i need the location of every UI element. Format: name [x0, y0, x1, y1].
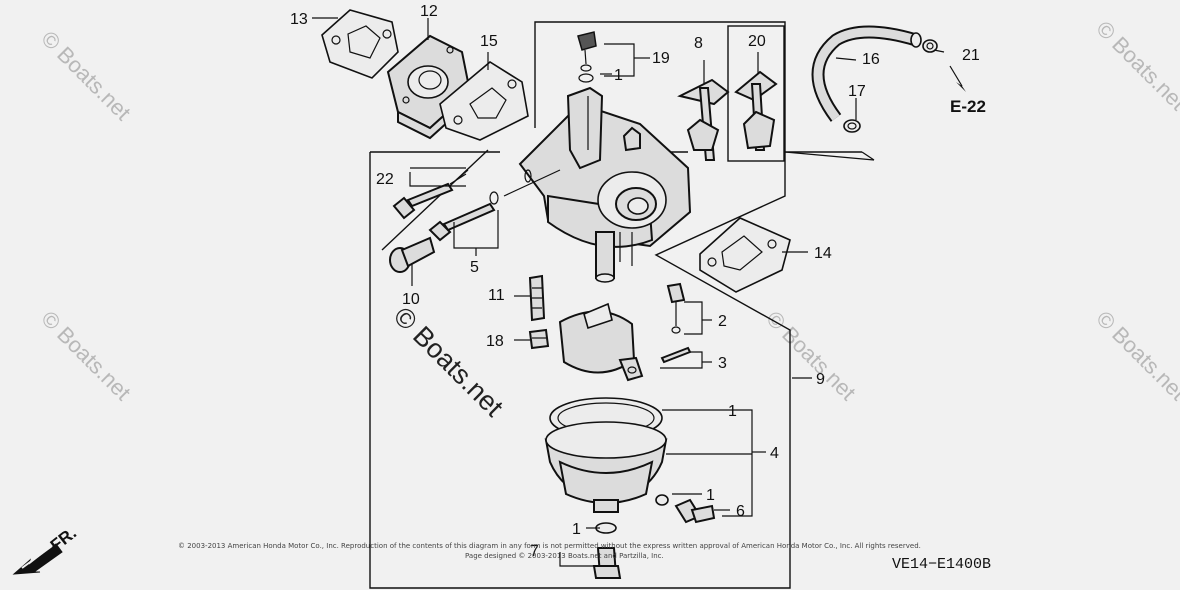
callout-3: 3 — [718, 355, 727, 372]
callout-1-gasket: 1 — [728, 403, 737, 420]
watermark-left: © Boats.net — [36, 26, 135, 125]
part-22-pilot-screw — [392, 169, 469, 220]
part-15-gasket — [439, 61, 529, 141]
part-18-jet — [528, 328, 550, 350]
float-chamber — [544, 397, 668, 513]
callout-13: 13 — [290, 11, 308, 28]
part-5-screw — [428, 191, 499, 242]
callout-2: 2 — [718, 313, 727, 330]
callout-20: 20 — [748, 33, 766, 50]
part-8-lever — [677, 60, 730, 161]
part-3-pin — [660, 346, 692, 364]
callout-6: 6 — [736, 503, 745, 520]
part-10-drain-screw — [389, 236, 436, 273]
watermark-main: © Boats.net — [388, 301, 510, 423]
part-2-needle-valve — [666, 282, 686, 334]
callout-22: 22 — [376, 171, 394, 188]
callout-18: 18 — [486, 333, 504, 350]
part-11-jet — [528, 274, 546, 322]
watermark-right-mid: © Boats.net — [1091, 306, 1180, 405]
callout-15: 15 — [480, 33, 498, 50]
part-21-clip — [922, 39, 938, 53]
callout-7: 7 — [530, 543, 539, 560]
diagram-code: VE14−E1400B — [892, 556, 991, 573]
part-16-fuel-hose — [811, 25, 922, 122]
copyright-line-1: © 2003-2013 American Honda Motor Co., In… — [178, 542, 921, 550]
carburetor-body — [503, 86, 692, 283]
callout-10: 10 — [402, 291, 420, 308]
callout-14: 14 — [814, 245, 832, 262]
callout-17: 17 — [848, 83, 866, 100]
part-17-clip — [843, 119, 861, 133]
watermark-left-mid: © Boats.net — [36, 306, 135, 405]
callout-labels: 13 12 15 19 1 8 20 16 21 17 22 5 14 10 1… — [290, 3, 980, 560]
callout-21: 21 — [962, 47, 980, 64]
part-6-bolt — [655, 494, 716, 524]
callout-1-washer: 1 — [706, 487, 715, 504]
part-13-gasket — [321, 9, 399, 79]
watermark-center: © Boats.net — [761, 306, 860, 405]
part-7-bolt — [592, 522, 622, 579]
reference-e22: E-22 — [950, 97, 986, 116]
callout-5: 5 — [470, 259, 479, 276]
front-direction-arrow-icon — [12, 543, 63, 575]
callout-12: 12 — [420, 3, 438, 20]
part-14-gasket — [699, 217, 791, 293]
assembly-frame — [369, 21, 862, 589]
callout-16: 16 — [862, 51, 880, 68]
part-19-screw — [577, 31, 597, 83]
copyright-line-2: Page designed © 2003-2013 Boats.net and … — [465, 552, 664, 560]
float-assembly — [558, 302, 644, 382]
callout-1-top: 1 — [614, 67, 623, 84]
part-20-lever — [734, 52, 778, 151]
leader-lines — [312, 17, 966, 567]
watermark-right-top: © Boats.net — [1091, 16, 1180, 115]
callout-8: 8 — [694, 35, 703, 52]
callout-9: 9 — [816, 371, 825, 388]
callout-4: 4 — [770, 445, 779, 462]
callout-19: 19 — [652, 50, 670, 67]
callout-11: 11 — [488, 287, 505, 304]
callout-1-bottom: 1 — [572, 521, 581, 538]
